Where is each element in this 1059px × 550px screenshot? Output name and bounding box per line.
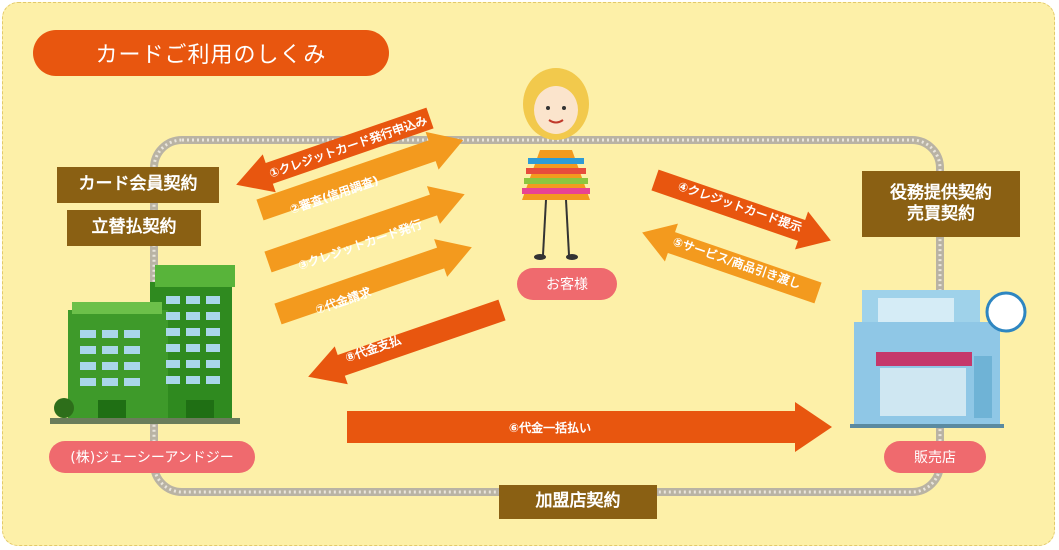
girl-customer-illustration [522,68,590,260]
label-advance-payment-contract: 立替払契約 [67,210,201,246]
arrow-step5 [642,223,822,304]
arrow-step4 [651,169,831,250]
arrow-step3 [264,186,465,273]
party-company: (株)ジェーシーアンドジー [49,441,255,473]
label-service-sales-contract: 役務提供契約 売買契約 [862,171,1020,237]
label-service-contract-line: 役務提供契約 [890,182,992,203]
shop-storefront-icon [850,290,1027,428]
arrow-step1 [236,107,434,193]
arrow-step7 [274,239,472,325]
page-title: カードご利用のしくみ [33,30,389,76]
label-merchant-contract: 加盟店契約 [499,485,657,519]
office-building-icon [50,265,240,424]
label-card-member-contract: カード会員契約 [57,167,219,203]
arrow-label-step6: ⑥代金一括払い [508,421,592,435]
arrow-step2 [256,131,464,221]
arrow-step6 [347,402,832,452]
label-sales-contract-line: 売買契約 [907,204,975,224]
arrow-step8 [308,299,506,385]
party-store: 販売店 [884,441,986,473]
party-customer: お客様 [517,268,617,300]
